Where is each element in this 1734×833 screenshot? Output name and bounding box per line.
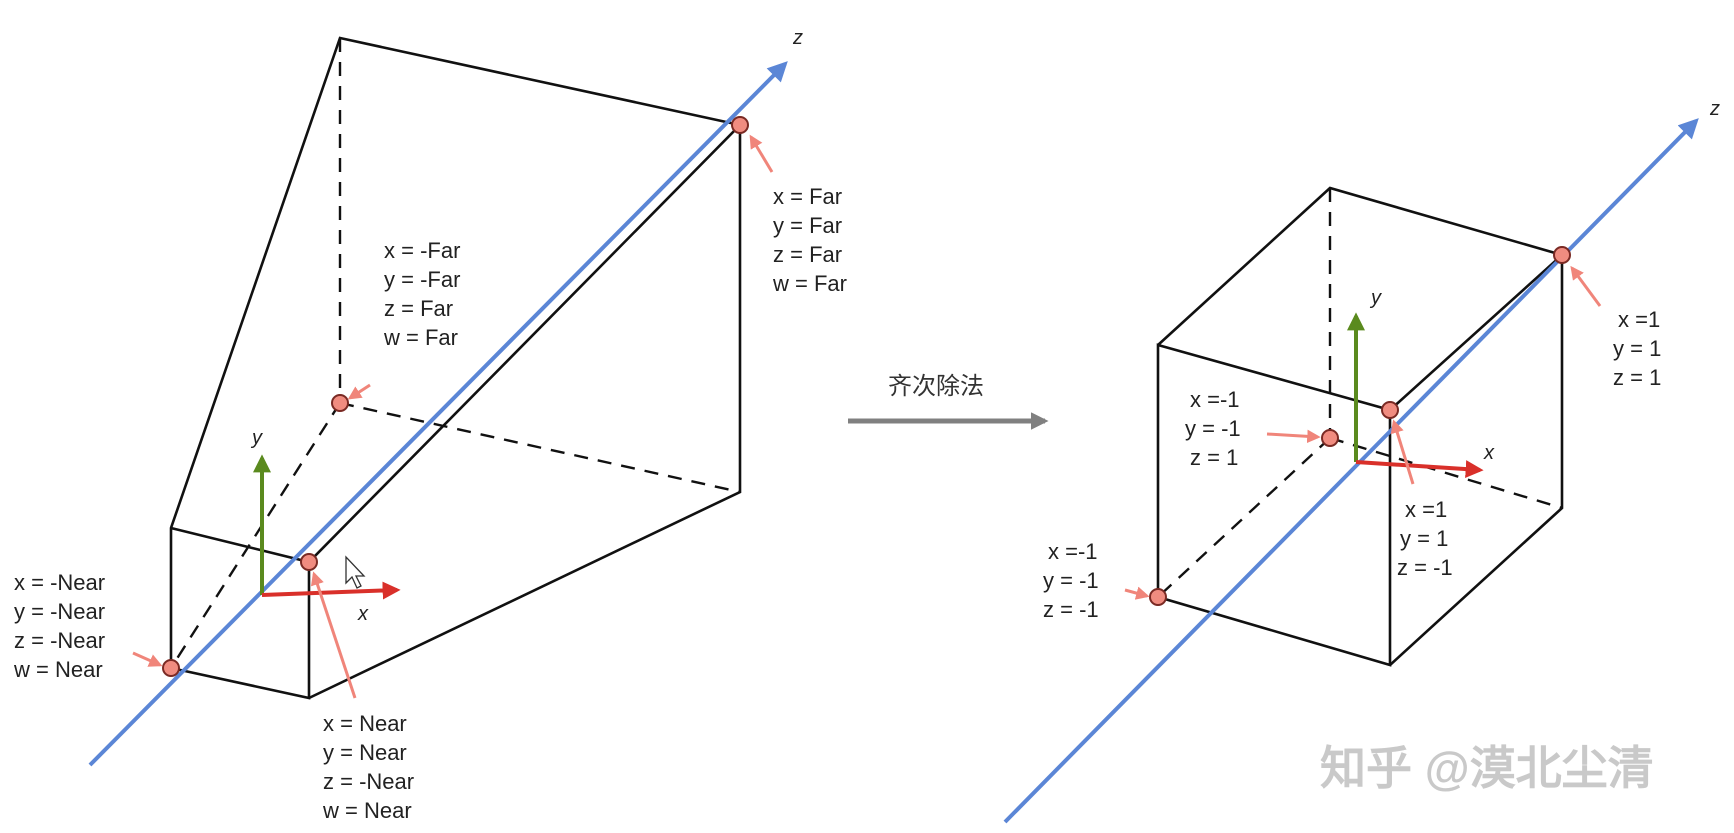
- cursor-icon: [345, 555, 366, 589]
- svg-text:w = Near: w = Near: [322, 798, 412, 823]
- svg-text:x =-1: x =-1: [1190, 387, 1240, 412]
- pointer-arrow: [1390, 419, 1415, 485]
- label-cube-near-top-right: x =1 y = 1 z = -1: [1397, 497, 1453, 580]
- cube-vertex-far-top-right: [1553, 246, 1571, 264]
- svg-text:x =1: x =1: [1405, 497, 1447, 522]
- svg-text:z = 1: z = 1: [1613, 365, 1661, 390]
- pointer-arrow: [1124, 586, 1150, 600]
- svg-text:z = -Near: z = -Near: [323, 769, 414, 794]
- svg-text:y = -1: y = -1: [1043, 568, 1099, 593]
- pointer-arrow: [347, 383, 371, 400]
- cube-vertex-far-bottom-left: [1321, 429, 1339, 447]
- frustum-diagram: z y x x = -Near y = -Near z = -Near w = …: [13, 27, 847, 823]
- svg-text:x =1: x =1: [1618, 307, 1660, 332]
- svg-text:x = Far: x = Far: [773, 184, 842, 209]
- pointer-arrow: [132, 651, 163, 667]
- cube-x-label: x: [1483, 442, 1495, 464]
- svg-text:z = Far: z = Far: [773, 242, 842, 267]
- cube-z-axis: [1003, 118, 1699, 824]
- frustum-hidden-edge: [339, 401, 741, 494]
- svg-text:z = -1: z = -1: [1397, 555, 1453, 580]
- label-near-bottom-left: x = -Near y = -Near z = -Near w = Near: [13, 570, 105, 682]
- svg-text:y = 1: y = 1: [1400, 526, 1448, 551]
- svg-text:y = 1: y = 1: [1613, 336, 1661, 361]
- svg-text:y = -Far: y = -Far: [384, 267, 460, 292]
- pointer-arrow: [1266, 429, 1321, 444]
- cube-y-label: y: [1369, 287, 1382, 309]
- cube-hidden-edge: [1329, 436, 1563, 510]
- label-cube-near-bottom-left: x =-1 y = -1 z = -1: [1043, 539, 1099, 622]
- cube-vertex-near-bottom-left: [1149, 588, 1167, 606]
- transform-arrow-group: 齐次除法: [848, 373, 1049, 430]
- svg-text:x = Near: x = Near: [323, 711, 407, 736]
- svg-text:y = Near: y = Near: [323, 740, 407, 765]
- cube-diagram: z y x x =-1 y = -1 z = -1 x =1 y = 1 z =…: [1003, 98, 1720, 824]
- svg-text:y = -Near: y = -Near: [14, 599, 105, 624]
- frustum-hidden-edge: [169, 402, 342, 669]
- frustum-vertex-near-top-right: [300, 553, 318, 571]
- svg-text:x = -Near: x = -Near: [14, 570, 105, 595]
- frustum-x-axis: [261, 581, 401, 600]
- svg-text:z = Far: z = Far: [384, 296, 453, 321]
- pointer-arrow: [310, 571, 357, 699]
- cube-x-axis: [1355, 460, 1484, 479]
- svg-text:z = -1: z = -1: [1043, 597, 1099, 622]
- svg-text:w = Far: w = Far: [772, 271, 847, 296]
- pointer-arrow: [1570, 265, 1602, 307]
- frustum-x-label: x: [357, 603, 369, 625]
- frustum-z-axis: [88, 61, 788, 767]
- watermark: 知乎 @漠北尘清: [1320, 742, 1654, 794]
- frustum-edges: [169, 36, 743, 700]
- cube-hidden-edge: [1157, 437, 1331, 598]
- label-cube-far-bottom-left: x =-1 y = -1 z = 1: [1185, 387, 1241, 470]
- label-cube-far-top-right: x =1 y = 1 z = 1: [1613, 307, 1661, 390]
- svg-text:y = Far: y = Far: [773, 213, 842, 238]
- label-near-top-right: x = Near y = Near z = -Near w = Near: [322, 711, 414, 823]
- frustum-vertex-near-bottom-left: [162, 659, 180, 677]
- frustum-vertex-far-top-right: [731, 116, 749, 134]
- svg-text:z = -Near: z = -Near: [14, 628, 105, 653]
- cube-right-face: [1389, 255, 1564, 666]
- cube-top-face: [1157, 186, 1565, 411]
- pointer-arrow: [749, 134, 774, 173]
- frustum-y-label: y: [250, 427, 263, 449]
- svg-text:w = Far: w = Far: [383, 325, 458, 350]
- svg-text:w = Near: w = Near: [13, 657, 103, 682]
- svg-text:x =-1: x =-1: [1048, 539, 1098, 564]
- frustum-edges-far: [308, 125, 742, 700]
- cube-z-label: z: [1709, 98, 1720, 120]
- frustum-vertex-far-bottom-left: [331, 394, 349, 412]
- frustum-z-label: z: [792, 27, 803, 49]
- label-far-bottom-left: x = -Far y = -Far z = Far w = Far: [383, 238, 460, 350]
- svg-text:x = -Far: x = -Far: [384, 238, 460, 263]
- label-far-top-right: x = Far y = Far z = Far w = Far: [772, 184, 847, 296]
- svg-text:y = -1: y = -1: [1185, 416, 1241, 441]
- transform-label: 齐次除法: [888, 373, 984, 400]
- cube-vertex-near-top-right: [1381, 401, 1399, 419]
- svg-text:z = 1: z = 1: [1190, 445, 1238, 470]
